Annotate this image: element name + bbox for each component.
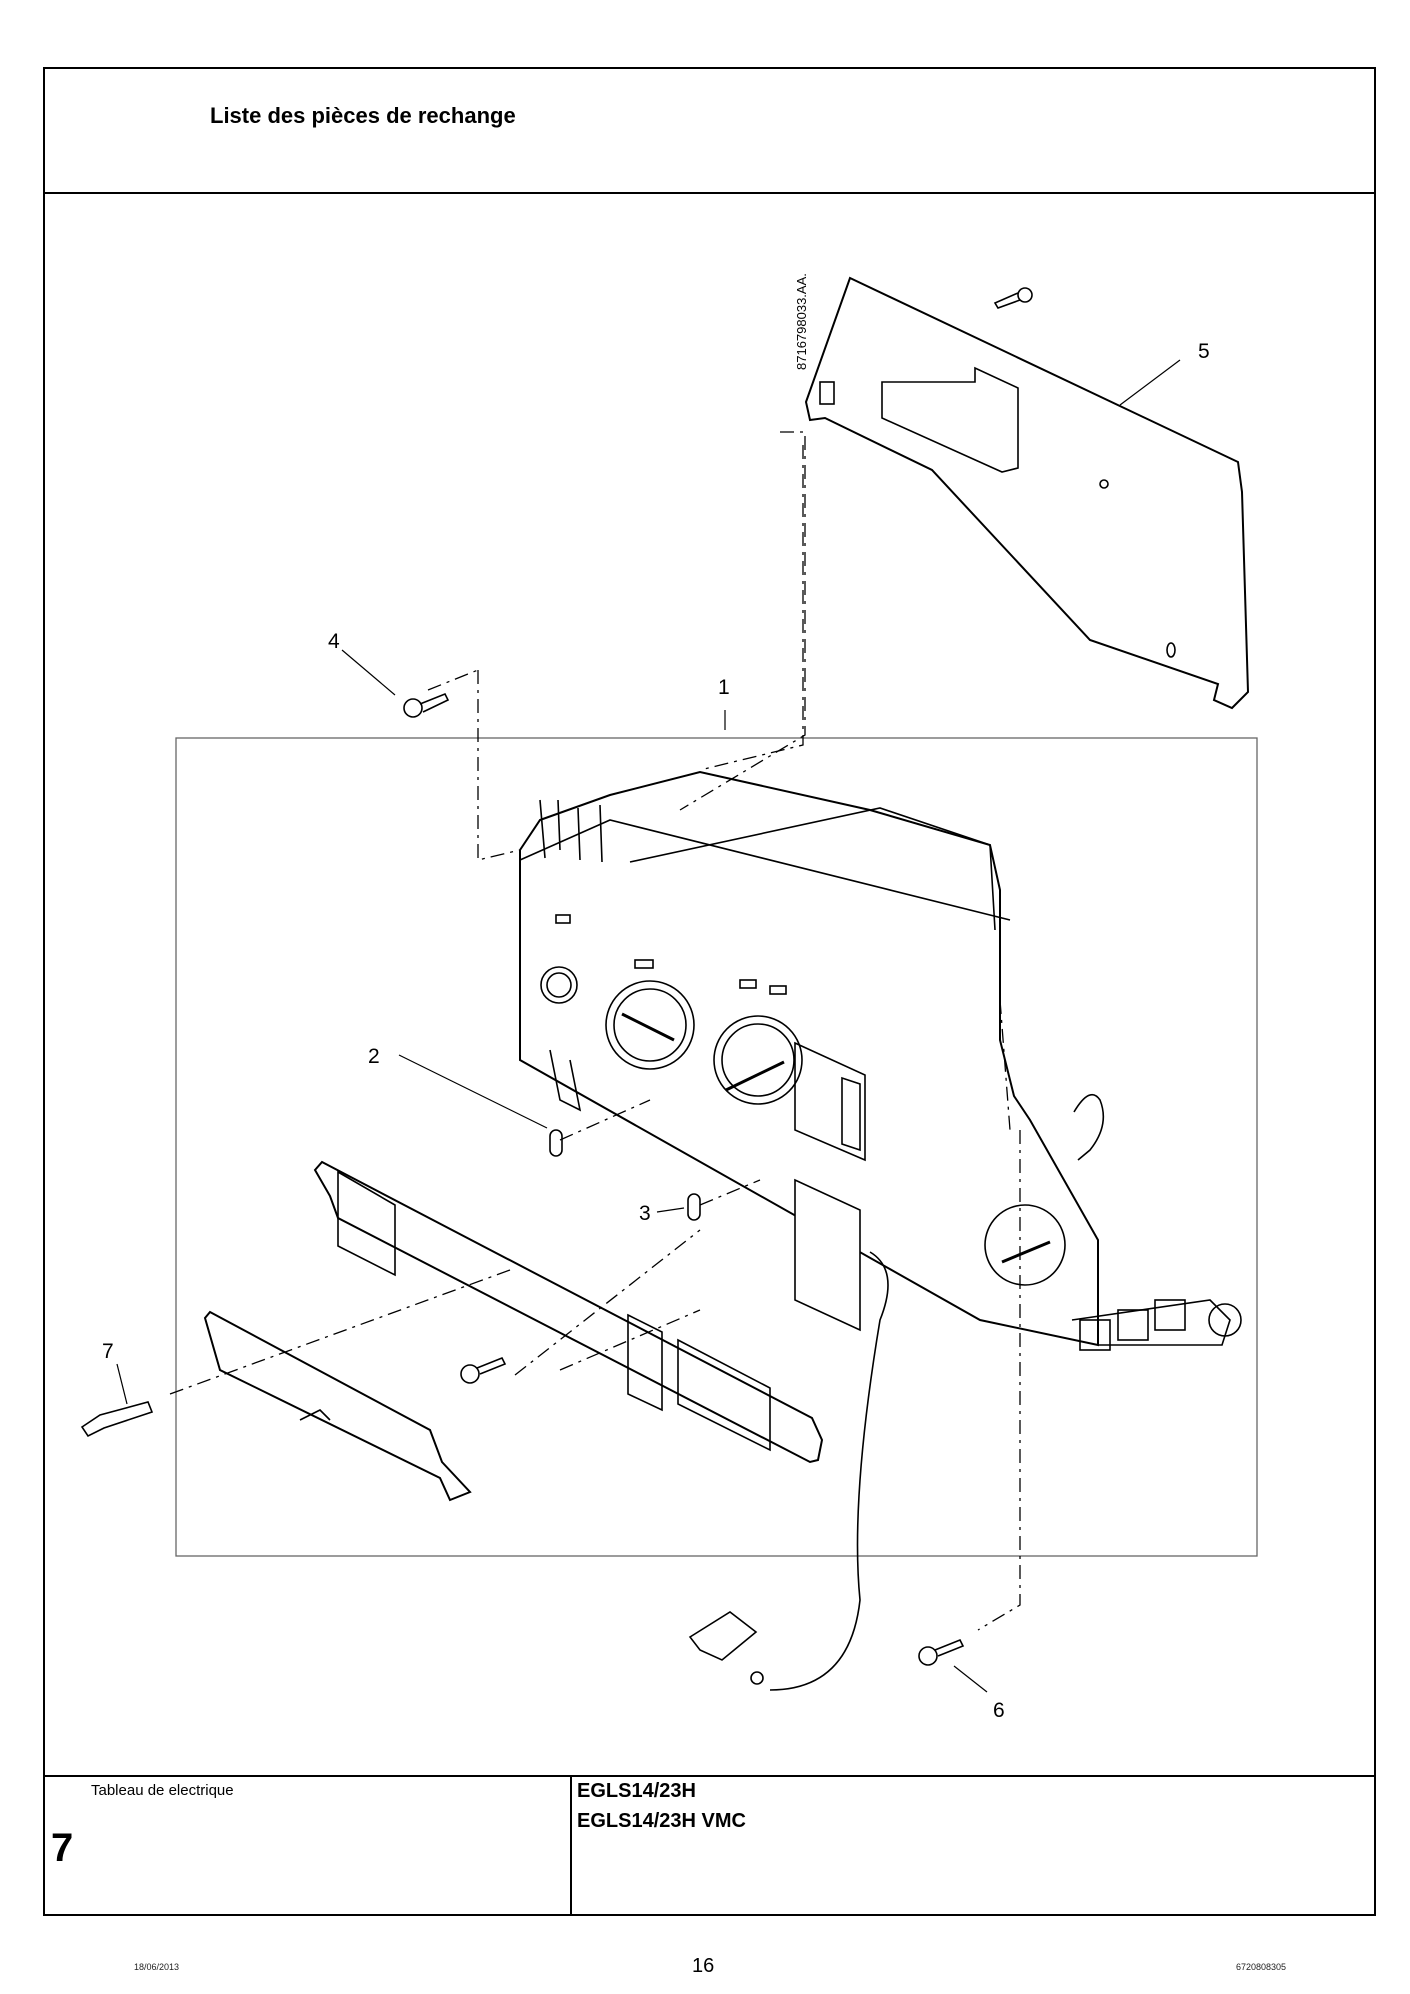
callout-3: 3 [639,1202,651,1225]
callout-6: 6 [993,1699,1005,1722]
print-date: 18/06/2013 [134,1962,180,1972]
page-title: Liste des pièces de rechange [210,103,516,128]
back-cover-plate [804,276,1250,710]
page-number: 16 [692,1955,715,1977]
callout-leaders [116,359,1181,1693]
temperature-sensor-wire [688,1251,889,1691]
figure-reference: 8716798033.AA. [794,273,809,370]
section-name: Tableau de electrique [91,1782,234,1799]
model-name-2: EGLS14/23H VMC [577,1810,746,1832]
part-screw-top [993,287,1033,309]
callout-7: 7 [102,1340,114,1363]
part-screw-center [460,1356,507,1384]
callout-4: 4 [328,630,340,653]
footer-column-divider [570,1775,572,1916]
part-screw-6 [918,1638,965,1666]
part-clip-7 [80,1401,154,1438]
callout-1: 1 [718,676,730,699]
assembly-guide-lines [169,431,1021,1631]
page-frame [43,67,1376,1916]
model-name-1: EGLS14/23H [577,1780,696,1802]
control-panel-body [519,770,1242,1351]
part-pin-2 [549,1129,563,1157]
footer-divider [43,1775,1376,1777]
part-pin-3 [687,1193,701,1221]
document-code: 6720808305 [1236,1962,1287,1972]
callout-5: 5 [1198,340,1210,363]
section-number: 7 [51,1826,74,1870]
part-screw-4 [403,692,450,718]
header-divider [43,192,1376,194]
display-cover [203,1310,472,1502]
assembly-boundary-box [175,737,1258,1557]
callout-2: 2 [368,1045,380,1068]
front-trim-plate [313,1160,824,1464]
